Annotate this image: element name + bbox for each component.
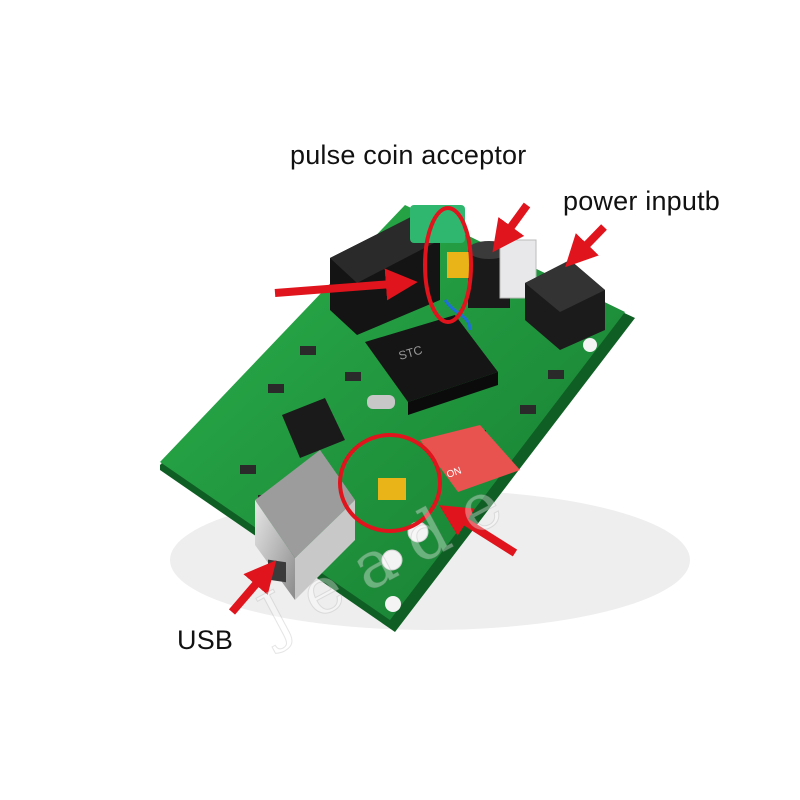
power-jack [525, 260, 605, 350]
tantalum-capacitor-top [447, 252, 469, 278]
arrow-icon [565, 224, 607, 268]
arrow-icon [492, 202, 531, 253]
usb-label: USB [177, 625, 234, 655]
power-input-label: power inputb [563, 186, 721, 216]
pulse-coin-acceptor-label: pulse coin acceptor [290, 140, 527, 170]
svg-text:ON: ON [445, 465, 463, 480]
usb-controller-chip [282, 398, 345, 458]
microcontroller-chip: STC [365, 315, 498, 415]
crystal-oscillator [367, 395, 395, 409]
tantalum-capacitor-bottom [378, 478, 406, 500]
arrow-icon [439, 505, 518, 557]
arrow-icon [228, 560, 277, 615]
highlight-circle-pulse [423, 206, 473, 324]
mounting-holes [385, 338, 597, 612]
usb-b-connector [255, 450, 355, 600]
svg-text:STC: STC [397, 343, 424, 363]
dip-switch: ON [420, 425, 520, 492]
arrow-icon [274, 268, 418, 301]
terminal-block [410, 205, 465, 243]
highlight-circle-lower [338, 433, 442, 533]
